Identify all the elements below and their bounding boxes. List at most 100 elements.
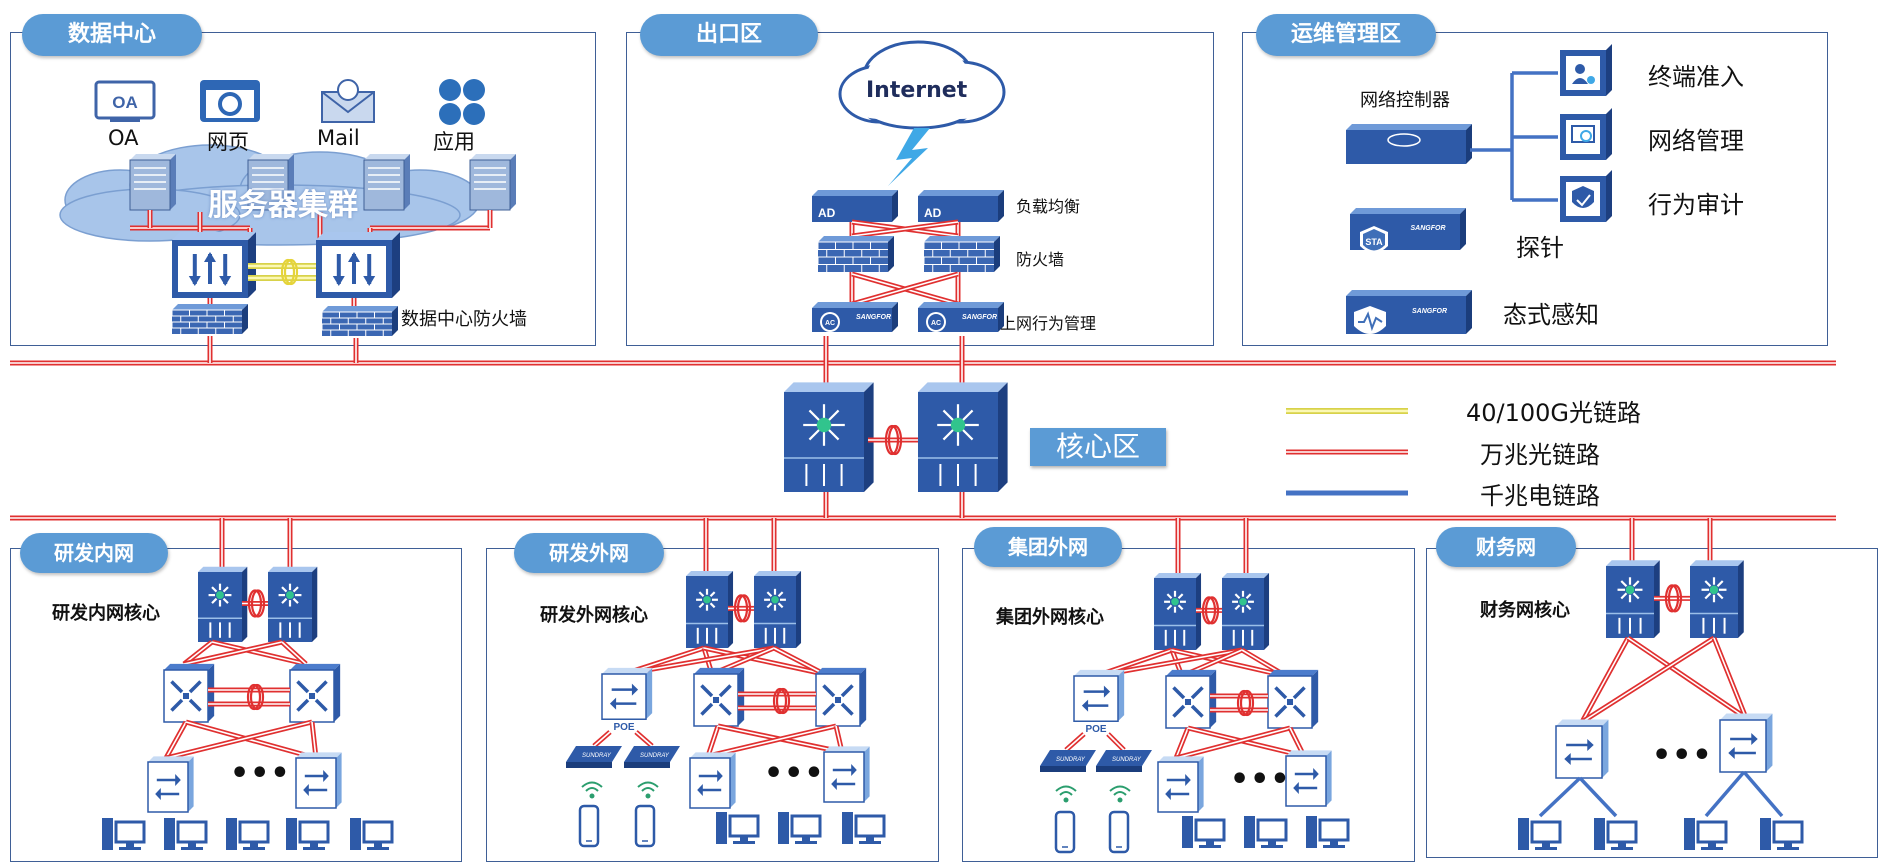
link-aggregation-ring xyxy=(884,424,903,456)
link-10g xyxy=(703,645,825,677)
link-10g xyxy=(1175,725,1291,761)
link-aggregation-ring xyxy=(733,594,752,623)
rd-outer-access-1 xyxy=(689,752,736,809)
group-outer-phone-2 xyxy=(1108,810,1130,854)
group-outer-wifi-2 xyxy=(1109,785,1131,803)
link-10g xyxy=(705,725,721,757)
ap-brand: SUNDRAY xyxy=(1056,757,1086,763)
group-outer-ap-1: SUNDRAY xyxy=(1040,750,1096,772)
link-10g xyxy=(1580,635,1716,725)
rd-outer-core-switch-1 xyxy=(686,570,734,648)
ops-tag: 运维管理区 xyxy=(1256,14,1436,56)
link-10g xyxy=(851,271,959,307)
link-10g xyxy=(165,719,313,761)
group-outer-access-1 xyxy=(1157,756,1204,813)
app-label-oa: OA xyxy=(108,126,139,150)
group-outer-wifi-1 xyxy=(1055,785,1077,803)
rd-inner-agg-2 xyxy=(289,663,341,723)
rd-outer-pc-3 xyxy=(842,812,886,844)
finance-pc-2 xyxy=(1594,818,1638,850)
link-10g xyxy=(851,219,959,239)
egress-tag: 出口区 xyxy=(640,14,818,56)
finance-pc-3 xyxy=(1684,818,1728,850)
situation-awareness-label: 态式感知 xyxy=(1503,301,1599,329)
link-10g xyxy=(1064,732,1086,752)
link-1g xyxy=(1704,770,1746,818)
app-label-mail: Mail xyxy=(317,126,360,150)
rd-outer-phone-2 xyxy=(634,804,656,848)
finance-ellipsis: ••• xyxy=(1652,738,1713,773)
dc-firewall-1 xyxy=(171,304,248,334)
app-label-app: 应用 xyxy=(433,130,475,154)
legend-label-10g: 万兆光链路 xyxy=(1480,441,1600,469)
link-10g xyxy=(592,730,612,748)
rd-inner-pc-4 xyxy=(286,818,330,850)
ap-brand: SUNDRAY xyxy=(640,753,670,759)
link-1g xyxy=(1742,770,1784,818)
link-10g xyxy=(1626,635,1748,721)
rd-inner-agg-1 xyxy=(163,663,215,723)
link-aggregation-ring xyxy=(246,683,265,711)
group-outer-poe-switch xyxy=(1073,669,1125,722)
group-outer-agg-2 xyxy=(1267,669,1319,729)
rd-inner-pc-5 xyxy=(350,818,394,850)
ac-badge-text: AC xyxy=(931,320,941,327)
probe-label: 探针 xyxy=(1516,234,1564,262)
poe-label: POE xyxy=(613,722,634,733)
behavior-audit-label: 行为审计 xyxy=(1648,191,1744,219)
link-aggregation-ring xyxy=(280,258,299,286)
app-label-web: 网页 xyxy=(207,130,249,154)
server-cluster-label: 服务器集群 xyxy=(208,188,358,223)
link-10g xyxy=(1711,637,1749,719)
network-mgmt-label: 网络管理 xyxy=(1648,127,1744,155)
brand-label: SANGFOR xyxy=(856,314,891,321)
finance-access-2 xyxy=(1719,713,1773,773)
finance-tag: 财务网 xyxy=(1436,527,1576,567)
ap-brand: SUNDRAY xyxy=(1112,757,1142,763)
rd-outer-wifi-1 xyxy=(581,781,603,799)
rd-inner-pc-3 xyxy=(226,818,270,850)
rd-outer-agg-2 xyxy=(815,667,867,727)
rd-outer-pc-1 xyxy=(716,812,760,844)
link-10g xyxy=(309,721,319,759)
dc-firewall-switch-1 xyxy=(172,232,256,298)
link-10g xyxy=(163,720,189,760)
link-aggregation-ring xyxy=(247,589,266,618)
egress-firewall-2 xyxy=(923,236,1000,272)
device-label: AD xyxy=(924,206,942,220)
core-switch-1 xyxy=(784,382,874,492)
finance-core-switch-1 xyxy=(1606,560,1660,638)
link-aggregation-ring xyxy=(1664,584,1683,613)
link-10g xyxy=(634,730,654,748)
server-4 xyxy=(469,154,516,211)
terminal-access-icon xyxy=(1560,44,1612,96)
group-outer-tag: 集团外网 xyxy=(974,527,1122,567)
rd-outer-tag: 研发外网 xyxy=(514,533,664,573)
internet-label: Internet xyxy=(866,78,968,103)
network-controller xyxy=(1346,124,1472,164)
group-outer-core-label: 集团外网核心 xyxy=(996,607,1104,628)
dc-firewall-2 xyxy=(321,306,398,336)
finance-core-switch-2 xyxy=(1690,560,1744,638)
group-outer-core-switch-1 xyxy=(1154,572,1202,650)
rd-inner-core-switch-2 xyxy=(268,566,318,642)
rd-outer-pc-2 xyxy=(778,812,822,844)
load-balance-label: 负载均衡 xyxy=(1016,197,1081,216)
rd-inner-access-1 xyxy=(147,756,194,813)
link-aggregation-ring xyxy=(1201,596,1220,625)
datacenter-tag: 数据中心 xyxy=(22,14,202,56)
dc-firewall-switch-2 xyxy=(316,232,400,298)
rd-inner-pc-1 xyxy=(102,818,146,850)
link-10g xyxy=(183,639,283,667)
terminal-access-label: 终端准入 xyxy=(1648,63,1744,91)
brand-label: SANGFOR xyxy=(1412,308,1447,315)
finance-pc-4 xyxy=(1760,818,1804,850)
server-2 xyxy=(247,154,294,211)
rd-inner-access-2 xyxy=(295,752,342,809)
behavior-mgmt-label: 上网行为管理 xyxy=(1000,314,1097,333)
rd-outer-ap-1: SUNDRAY xyxy=(566,746,622,768)
dc-firewall-label: 数据中心防火墙 xyxy=(401,309,527,330)
finance-pc-1 xyxy=(1518,818,1562,850)
poe-label: POE xyxy=(1085,724,1106,735)
